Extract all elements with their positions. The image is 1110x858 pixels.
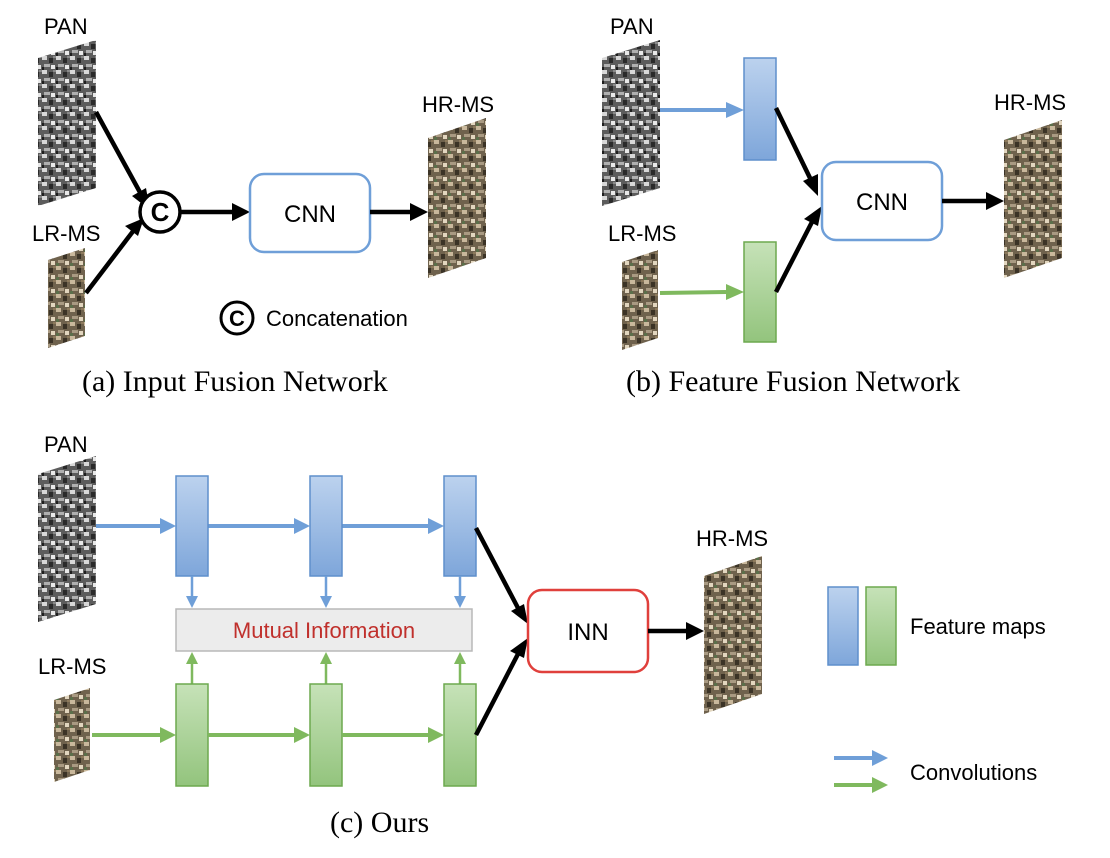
panel-c-pan-conv-arrowhead-1 bbox=[160, 518, 176, 534]
panel-c-pan-image bbox=[38, 456, 96, 622]
panel-a-legend-concat-icon bbox=[219, 300, 255, 336]
panel-a-to-output-arrowhead bbox=[410, 203, 428, 221]
panel-a: PAN LR-MS HR-MS C CNN C Concatenation (a… bbox=[32, 14, 494, 398]
panel-c-pan-conv-arrowhead-2 bbox=[294, 518, 310, 534]
panel-b: PAN LR-MS HR-MS CNN (b) Feature Fusion N… bbox=[602, 14, 1066, 398]
panel-c-pan-label: PAN bbox=[44, 432, 88, 457]
panel-c-ms-feature-map-2 bbox=[309, 683, 343, 787]
panel-a-concat-node bbox=[138, 190, 182, 234]
legend-convolutions-label: Convolutions bbox=[910, 760, 1037, 785]
panel-b-ms-conv-arrow bbox=[659, 290, 727, 295]
panel-a-cnn-label: CNN bbox=[284, 201, 336, 228]
legend-feature-maps-label: Feature maps bbox=[910, 614, 1046, 639]
panel-c-caption: (c) Ours bbox=[330, 806, 429, 839]
panel-a-lrms-arrow bbox=[84, 228, 136, 295]
panel-a-concat-symbol: C bbox=[151, 197, 170, 227]
panel-c-pan-feature-map-3 bbox=[443, 475, 477, 577]
legend-blue-conv-arrowhead bbox=[872, 750, 888, 766]
legend-blue-feature-map bbox=[827, 586, 859, 666]
panel-b-lrms-label: LR-MS bbox=[608, 221, 676, 246]
panel-c-lrms-image bbox=[54, 688, 90, 782]
panel-b-ms-feature-map bbox=[743, 241, 777, 343]
panel-c-pan-feature-map-2 bbox=[309, 475, 343, 577]
panel-b-pan-label: PAN bbox=[610, 14, 654, 39]
panel-c-inn-label: INN bbox=[567, 619, 608, 646]
panel-c-pan-to-mi-arrowhead-1 bbox=[186, 596, 198, 608]
panel-c-ms-to-mi-arrowhead-3 bbox=[454, 652, 466, 664]
panel-c-ms-conv-arrowhead-3 bbox=[428, 727, 444, 743]
panel-b-pan-conv-arrowhead bbox=[726, 102, 744, 118]
panel-a-lrms-label: LR-MS bbox=[32, 221, 100, 246]
panel-c-pan-to-inn-arrowhead bbox=[511, 604, 528, 624]
panel-c-ms-conv-arrowhead-1 bbox=[160, 727, 176, 743]
panel-c-ms-feature-map-3 bbox=[443, 683, 477, 787]
panel-a-hrms-label: HR-MS bbox=[422, 92, 494, 117]
panel-b-pan-image bbox=[602, 40, 660, 206]
panel-c-mutual-information-box bbox=[175, 608, 473, 652]
legend-green-feature-map bbox=[865, 586, 897, 666]
panel-c-ms-to-inn-arrow bbox=[474, 652, 520, 737]
panel-c-ms-to-mi-arrowhead-1 bbox=[186, 652, 198, 664]
panel-a-hrms-image bbox=[428, 118, 486, 278]
panel-a-pan-arrow bbox=[94, 110, 144, 198]
panel-b-ms-conv-arrowhead bbox=[726, 284, 744, 300]
panel-c-pan-to-inn-arrow bbox=[474, 526, 520, 610]
panel-c-lrms-label: LR-MS bbox=[38, 654, 106, 679]
panel-c-hrms-label: HR-MS bbox=[696, 526, 768, 551]
panel-a-pan-label: PAN bbox=[44, 14, 88, 39]
panel-b-pan-to-cnn-arrow bbox=[773, 107, 813, 179]
panel-a-caption: (a) Input Fusion Network bbox=[82, 365, 388, 398]
legend: Feature maps Convolutions bbox=[827, 586, 1046, 793]
panel-c: PAN LR-MS HR-MS Mutual Information bbox=[38, 432, 768, 839]
panel-a-legend-concat-label: Concatenation bbox=[266, 306, 408, 331]
panel-b-cnn-label: CNN bbox=[856, 189, 908, 216]
panel-b-pan-to-cnn-arrowhead bbox=[803, 174, 818, 196]
panel-c-mutual-information-label: Mutual Information bbox=[233, 618, 415, 643]
panel-a-legend-concat-symbol: C bbox=[229, 306, 245, 331]
legend-green-conv-arrowhead bbox=[872, 777, 888, 793]
panel-c-ms-to-mi-arrowhead-2 bbox=[320, 652, 332, 664]
panel-c-pan-conv-arrowhead-3 bbox=[428, 518, 444, 534]
panel-b-ms-to-cnn-arrowhead bbox=[804, 206, 822, 226]
panel-c-ms-feature-map-1 bbox=[175, 683, 209, 787]
panel-b-lrms-image bbox=[622, 250, 658, 350]
panel-b-hrms-image bbox=[1004, 120, 1062, 278]
panel-c-ms-to-inn-arrowhead bbox=[510, 638, 528, 658]
panel-a-to-cnn-arrowhead bbox=[232, 203, 250, 221]
panel-c-pan-to-mi-arrowhead-2 bbox=[320, 596, 332, 608]
panel-c-ms-conv-arrowhead-2 bbox=[294, 727, 310, 743]
panel-c-pan-to-mi-arrowhead-3 bbox=[454, 596, 466, 608]
panel-a-pan-image bbox=[38, 40, 96, 206]
panel-b-ms-to-cnn-arrow bbox=[773, 220, 815, 294]
panel-c-hrms-image bbox=[704, 556, 762, 714]
panel-c-pan-feature-map-1 bbox=[175, 475, 209, 577]
panel-a-lrms-arrowhead bbox=[125, 218, 144, 236]
panel-b-pan-feature-map bbox=[743, 57, 777, 161]
panel-a-lrms-image bbox=[48, 248, 85, 348]
panel-c-to-output-arrowhead bbox=[686, 622, 704, 640]
panel-b-to-output-arrowhead bbox=[986, 192, 1004, 210]
panel-b-hrms-label: HR-MS bbox=[994, 90, 1066, 115]
panel-b-caption: (b) Feature Fusion Network bbox=[626, 365, 960, 398]
